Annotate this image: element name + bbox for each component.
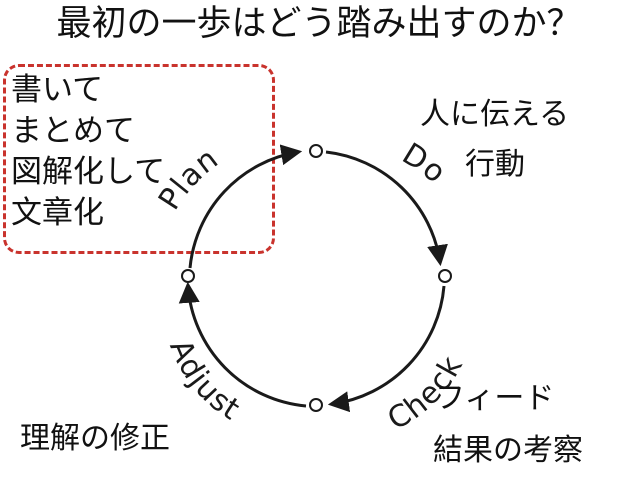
label-revise: 理解の修正 (20, 421, 170, 456)
note-line-summarize: まとめて (11, 113, 135, 149)
slide-title: 最初の一歩はどう踏み出すのか？ (56, 4, 582, 44)
arc-adjust-to-plan (178, 281, 307, 408)
phase-label-do: Do (396, 137, 453, 191)
label-action: 行動 (465, 147, 525, 182)
note-line-text: 文章化 (11, 195, 104, 231)
node-adjust-plan (181, 269, 195, 283)
node-do-check (438, 269, 452, 283)
label-feedback: フィード (435, 381, 555, 416)
note-line-diagram: 図解化して (11, 154, 166, 190)
label-result: 結果の考察 (433, 433, 583, 468)
label-share: 人に伝える (420, 97, 570, 132)
arc-plan-to-do (188, 144, 303, 269)
note-lines: 書いて まとめて 図解化して 文章化 (11, 70, 165, 234)
phase-label-adjust: Adjust (162, 335, 246, 428)
arc-check-to-adjust (327, 285, 446, 413)
node-check-adjust (309, 398, 323, 412)
arc-do-to-check (325, 150, 448, 267)
note-line-write: 書いて (11, 72, 104, 108)
node-plan-do (309, 144, 323, 158)
